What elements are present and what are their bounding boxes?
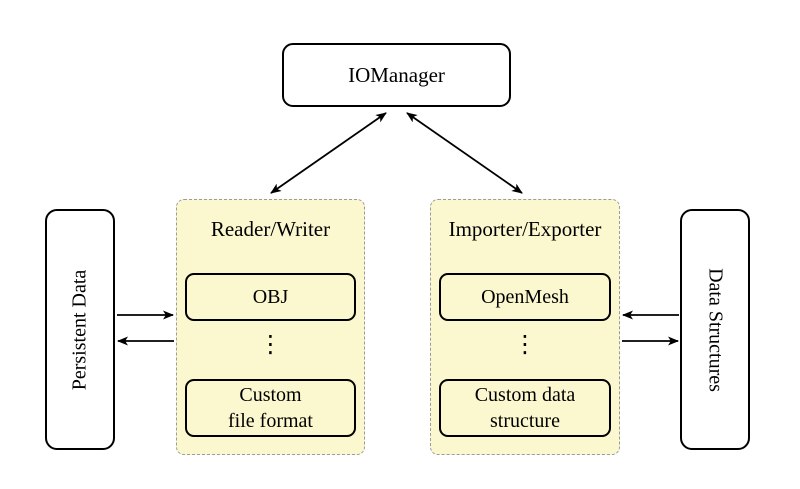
node-data-structures: Data Structures [680,209,750,450]
node-custom-file-format: Custom file format [185,379,356,437]
node-iomanager-label: IOManager [348,62,445,87]
node-openmesh: OpenMesh [439,273,611,321]
node-persistent-data: Persistent Data [45,209,115,450]
arrow-iomanager-importerexporter [406,112,523,194]
node-obj: OBJ [185,273,356,321]
group-importer-exporter-title: Importer/Exporter [448,217,602,241]
node-persistent-data-label: Persistent Data [68,269,91,390]
ellipsis-importer-exporter: ⋮ [513,330,537,358]
ellipsis-reader-writer: ⋮ [258,330,283,358]
node-custom-data-structure: Custom data structure [439,379,611,437]
arrow-iomanager-readerwriter [270,112,387,194]
group-importer-exporter: Importer/Exporter OpenMesh ⋮ Custom data… [430,199,620,455]
node-data-structures-label: Data Structures [704,267,727,392]
node-custom-file-format-line2: file format [228,410,313,432]
node-iomanager: IOManager [282,43,511,107]
group-reader-writer-title: Reader/Writer [210,217,331,241]
group-reader-writer: Reader/Writer OBJ ⋮ Custom file format [176,199,365,455]
node-custom-file-format-line1: Custom [239,384,302,406]
node-custom-data-structure-line1: Custom data [474,384,576,406]
node-openmesh-label: OpenMesh [481,286,569,308]
node-custom-data-structure-line2: structure [490,410,560,432]
node-obj-label: OBJ [252,286,289,308]
